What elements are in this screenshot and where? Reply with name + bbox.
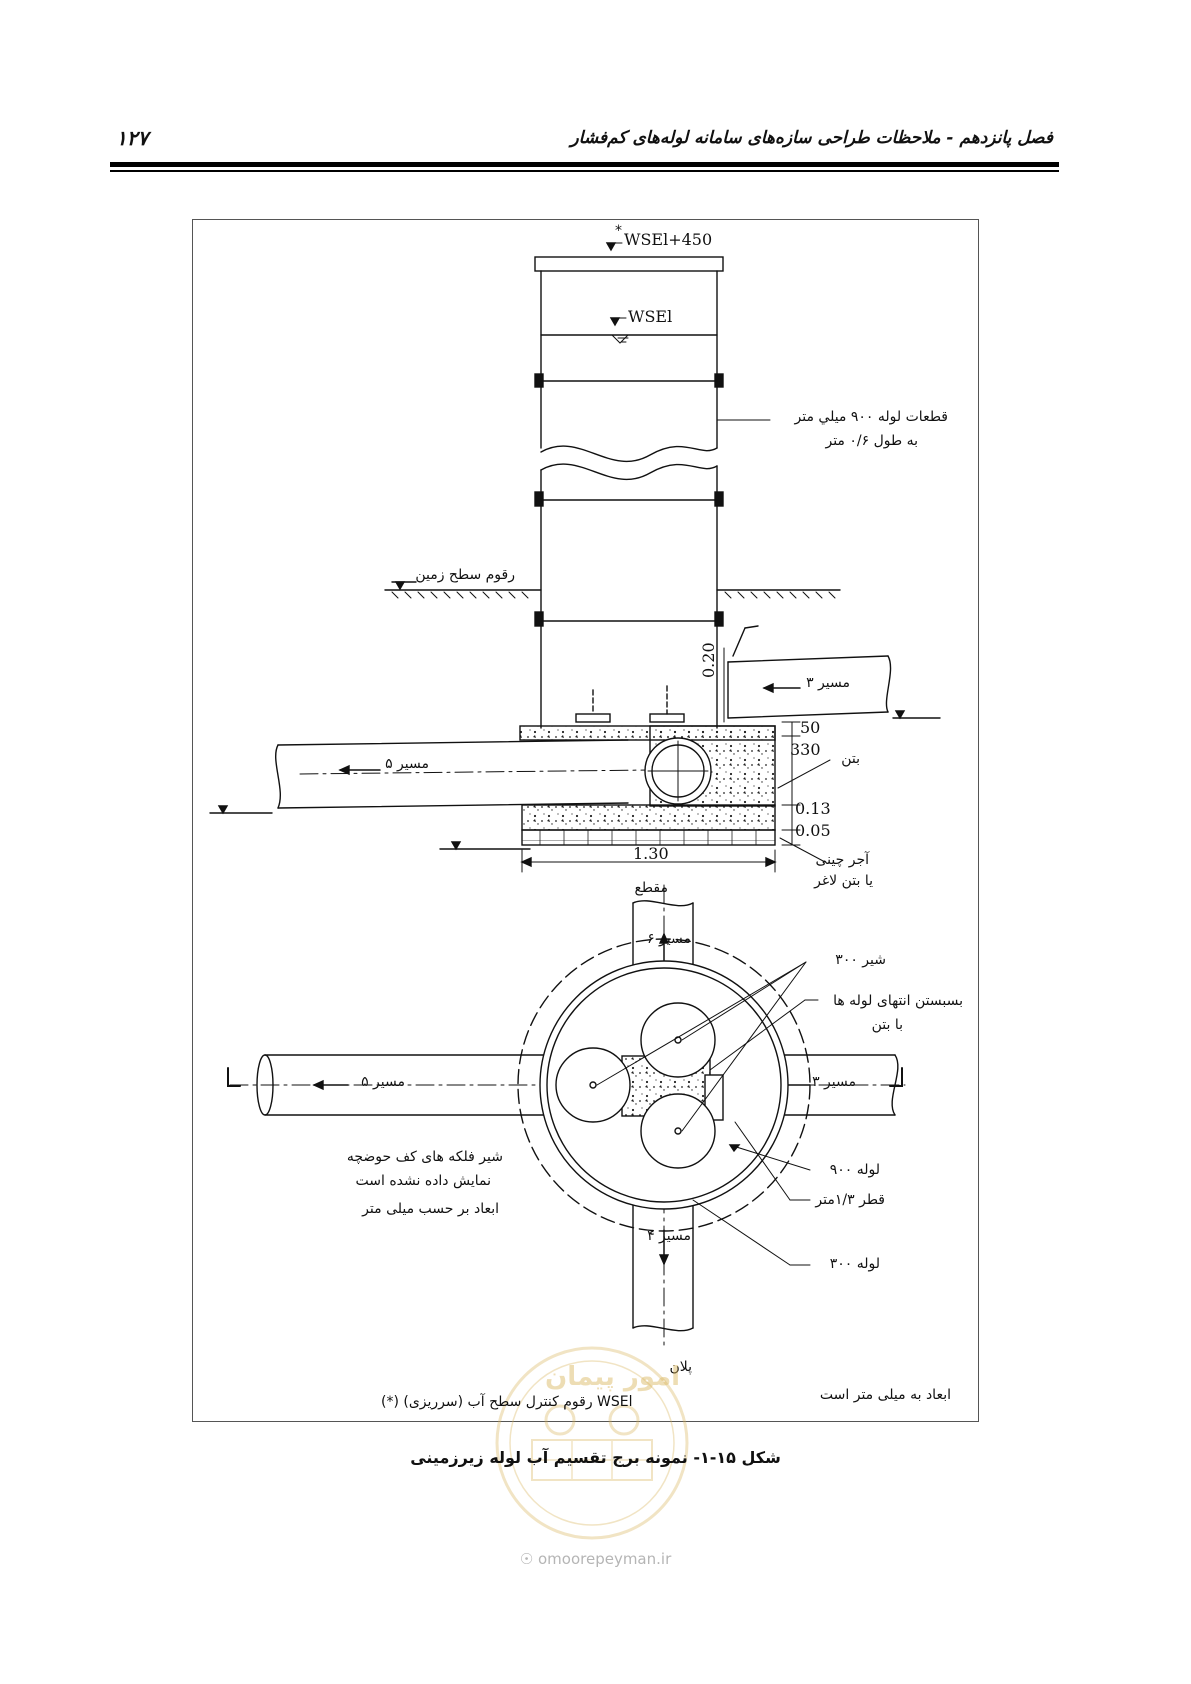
route3-plan-label: مسير ۳ — [812, 1074, 856, 1090]
section-title: مقطع — [634, 880, 668, 896]
valve300-label: شير ۳۰۰ — [835, 952, 886, 968]
pipe-segments-label-line1: قطعات لوله ۹۰۰ میلي متر — [794, 409, 949, 425]
brick-label-line2: يا بتن لاغر — [814, 873, 873, 889]
header-rule-thick — [110, 162, 1059, 167]
plan-view — [227, 884, 906, 1346]
route4-label: مسير ۴ — [647, 1228, 691, 1244]
route6-label: مسير ۶ — [647, 931, 691, 947]
note-line3: ابعاد بر حسب ميلی متر — [362, 1201, 499, 1217]
watermark-url-text: omoorepeyman.ir — [537, 1550, 672, 1568]
watermark-url: ☉ omoorepeyman.ir — [0, 1550, 1191, 1568]
dim-013: 0.13 — [795, 799, 831, 818]
pipe300-label: لوله ۳۰۰ — [829, 1256, 880, 1272]
footnote: (*) رقوم كنترل سطح آب (سرريزی) WSEl — [381, 1394, 633, 1410]
brick-label-line1: آجر چينی — [815, 852, 870, 868]
page-number: ۱۲۷ — [116, 126, 149, 150]
figure-frame — [192, 219, 979, 1422]
pipe900-label: لوله ۹۰۰ — [829, 1162, 880, 1178]
pipe-segments-label-line2: به طول ۰/۶ متر — [825, 433, 918, 449]
ground-level-label: رقوم سطح زمين — [415, 567, 515, 583]
closing-label-line2: با بتن — [871, 1017, 903, 1033]
header-rule-thin — [110, 170, 1059, 172]
watermark-logo-text: امور پیمان — [545, 1362, 681, 1392]
wsel-top-label: WSEl+450 — [624, 230, 713, 249]
dim-50: 50 — [800, 718, 821, 737]
route5-section-label: مسير ۵ — [385, 756, 429, 772]
watermark-logo — [495, 1346, 689, 1540]
dims-note: ابعاد به ميلی متر است — [819, 1387, 951, 1403]
wsel-top-star: * — [615, 223, 622, 239]
section-view — [209, 242, 941, 873]
dim-330: 330 — [790, 740, 821, 759]
diameter-label: قطر ۱/۳متر — [815, 1192, 885, 1208]
wsel-label: WSEl — [628, 307, 673, 326]
dim-020: 0.20 — [699, 642, 718, 678]
concrete-label: بتن — [841, 751, 860, 767]
dim-005: 0.05 — [795, 821, 831, 840]
globe-icon: ☉ — [519, 1550, 534, 1568]
closing-label-line1: بسبستن انتهای لوله ها — [833, 993, 963, 1009]
figure-caption: شكل ۱۵-۱- نمونه برج تقسيم آب لوله زيرزمي… — [410, 1448, 781, 1467]
route3-section-label: مسير ۳ — [806, 675, 850, 691]
dim-130: 1.30 — [633, 844, 669, 863]
note-line1: شير فلكه های كف حوضچه — [346, 1149, 503, 1165]
note-line2: نمايش داده نشده است — [355, 1173, 491, 1189]
plan-title: پلان — [669, 1359, 692, 1375]
route5-plan-label: مسير ۵ — [361, 1074, 405, 1090]
chapter-title: فصل پانزدهم - ملاحظات طراحی سازه‌های سام… — [570, 128, 1053, 148]
